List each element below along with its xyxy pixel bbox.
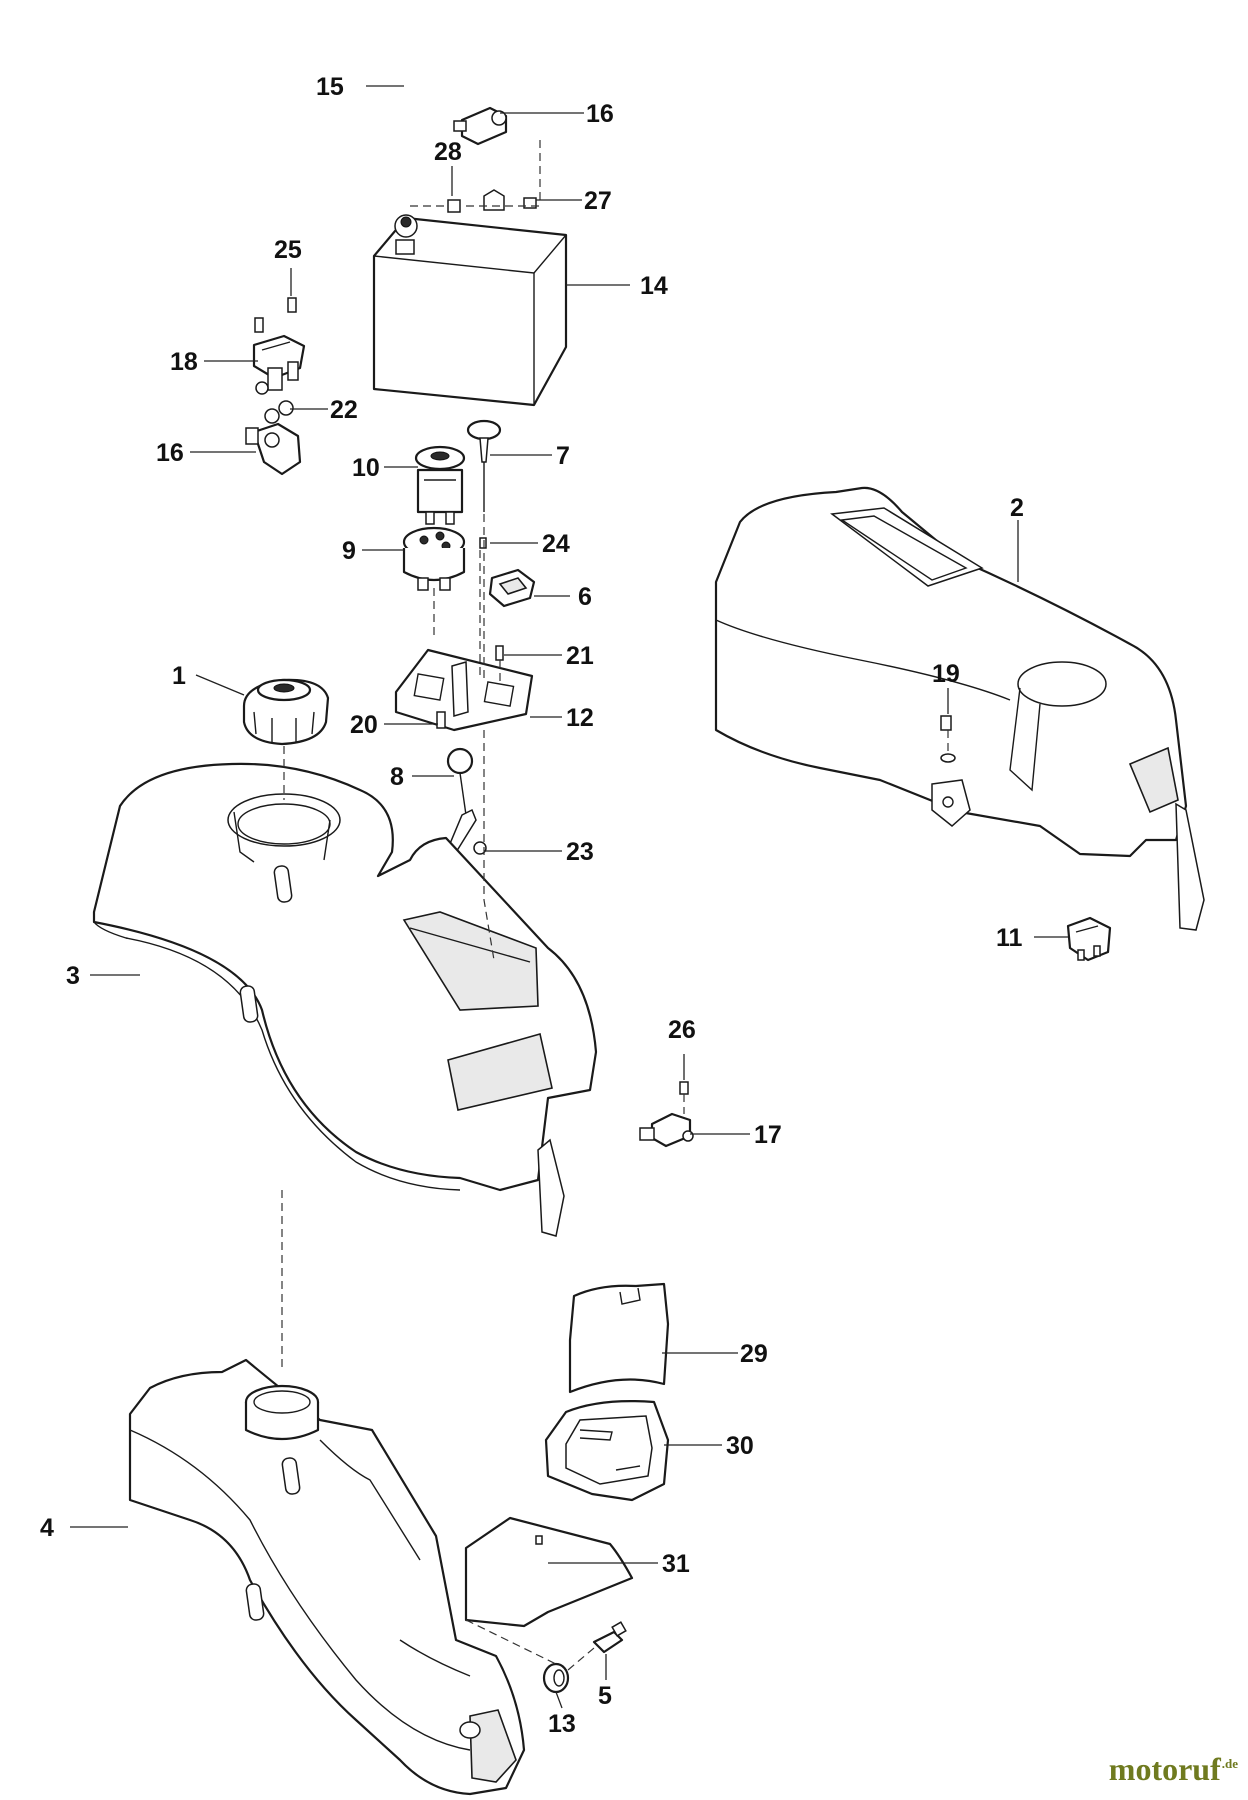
part-fuel-tank-4 xyxy=(128,1358,526,1796)
part-control-plate xyxy=(394,648,534,732)
part-terminal-clamp-top xyxy=(453,106,508,146)
part-switch-18 xyxy=(252,334,306,395)
callout-7: 7 xyxy=(556,442,570,470)
callout-16-top: 16 xyxy=(586,100,614,128)
part-bracket-17 xyxy=(639,1112,694,1148)
callout-20: 20 xyxy=(350,711,378,739)
callout-3: 3 xyxy=(66,962,80,990)
callout-8: 8 xyxy=(390,763,404,791)
callout-25: 25 xyxy=(274,236,302,264)
part-ignition-switch xyxy=(414,445,466,525)
callout-26: 26 xyxy=(668,1016,696,1044)
part-sheet-31 xyxy=(464,1516,634,1628)
watermark-name: motoruf xyxy=(1108,1751,1221,1787)
part-fuel-cap xyxy=(242,678,330,746)
callout-21: 21 xyxy=(566,642,594,670)
callout-12: 12 xyxy=(566,704,594,732)
callout-15: 15 xyxy=(316,73,344,101)
callout-9: 9 xyxy=(342,537,356,565)
callout-17: 17 xyxy=(754,1121,782,1149)
callout-2: 2 xyxy=(1010,494,1024,522)
callout-1: 1 xyxy=(172,662,186,690)
callout-11: 11 xyxy=(996,924,1023,952)
part-switch-6 xyxy=(488,568,536,608)
callout-30: 30 xyxy=(726,1432,754,1460)
part-key-switch xyxy=(402,526,466,591)
callout-16-left: 16 xyxy=(156,439,184,467)
callout-5: 5 xyxy=(598,1682,612,1710)
part-grommet-13 xyxy=(542,1662,570,1694)
callout-31: 31 xyxy=(662,1550,690,1578)
callout-29: 29 xyxy=(740,1340,768,1368)
callout-labels: 15 16 28 27 14 25 18 22 16 10 7 9 24 6 2… xyxy=(40,73,1024,1738)
part-bezel-30 xyxy=(544,1400,670,1502)
watermark-logo: motoruf.de xyxy=(1109,1751,1238,1788)
callout-23: 23 xyxy=(566,838,594,866)
part-nuts-22 xyxy=(264,400,294,424)
part-screws-25 xyxy=(254,297,297,333)
callout-14: 14 xyxy=(640,272,668,300)
part-rear-cover-2 xyxy=(714,486,1205,931)
callout-4: 4 xyxy=(40,1514,54,1542)
assembly-lines xyxy=(281,140,949,1671)
callout-22: 22 xyxy=(330,396,358,424)
part-stud-20 xyxy=(436,711,446,729)
part-knob-7 xyxy=(466,419,502,512)
part-screw-21 xyxy=(495,645,504,661)
callout-24: 24 xyxy=(542,530,570,558)
callout-27: 27 xyxy=(584,187,612,215)
part-bolt-19 xyxy=(940,715,956,763)
part-battery-rod xyxy=(402,12,542,205)
part-body-cover-3 xyxy=(92,762,598,1237)
part-cover-29 xyxy=(568,1282,670,1394)
part-fitting-5 xyxy=(592,1621,627,1654)
callout-19: 19 xyxy=(932,660,960,688)
callout-6: 6 xyxy=(578,583,592,611)
callout-13: 13 xyxy=(548,1710,576,1738)
part-screw-26 xyxy=(679,1081,689,1095)
leader-lines xyxy=(70,85,1068,1709)
part-screw-24 xyxy=(479,537,487,549)
callout-10: 10 xyxy=(352,454,380,482)
callout-28: 28 xyxy=(434,138,462,166)
part-switch-11 xyxy=(1066,916,1112,962)
part-terminal-clamp-left xyxy=(245,422,302,476)
watermark-tld: .de xyxy=(1221,1756,1238,1772)
callout-18: 18 xyxy=(170,348,198,376)
part-battery xyxy=(372,189,568,407)
